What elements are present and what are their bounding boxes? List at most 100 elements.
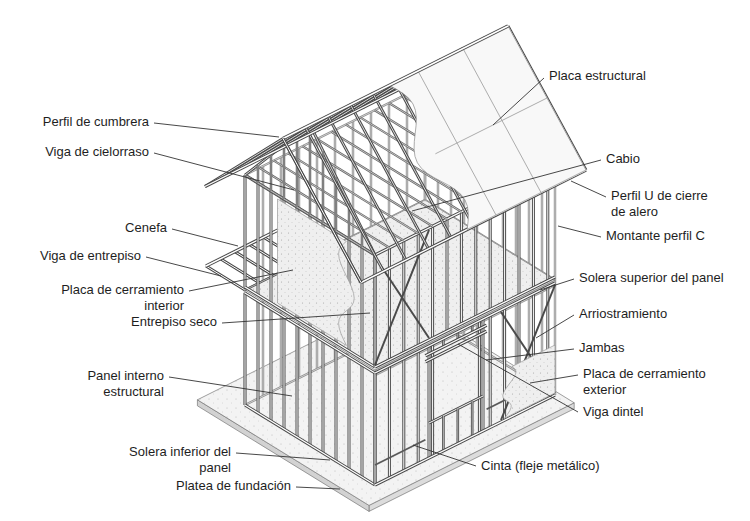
leader-line <box>236 453 330 460</box>
steel-profile-core <box>490 315 491 427</box>
steel-profile <box>374 255 377 367</box>
steel-profile-core <box>258 183 259 295</box>
steel-profile <box>283 139 361 283</box>
steel-profile <box>374 373 377 485</box>
leader-line <box>222 313 370 323</box>
exterior-sheathing <box>503 345 555 418</box>
steel-profile <box>429 396 483 423</box>
roof-sheathing <box>389 26 586 229</box>
steel-profile-core <box>483 319 484 431</box>
steel-profile <box>402 359 405 471</box>
steel-profile-core <box>310 333 311 445</box>
steel-profile-core <box>432 344 433 456</box>
steel-profile <box>456 409 459 444</box>
steel-profile-core <box>429 396 483 423</box>
steel-profile <box>431 226 434 338</box>
steel-profile <box>296 325 299 437</box>
part-label: Entrepiso seco <box>130 314 218 330</box>
steel-profile <box>270 191 273 303</box>
panel-joint <box>435 98 547 154</box>
part-label: Viga de entrepiso <box>39 248 142 264</box>
steel-profile <box>257 183 260 295</box>
steel-profile-core <box>457 409 458 444</box>
leader-line <box>571 181 606 197</box>
steel-profile <box>460 212 463 324</box>
part-label: Jambas <box>578 340 626 356</box>
leader-line <box>146 257 221 276</box>
steel-profile-core <box>259 168 389 248</box>
part-label: Perfil U de cierre de alero <box>610 188 712 220</box>
steel-profile-core <box>206 230 278 266</box>
steel-profile <box>270 309 273 421</box>
part-label: Placa estructural <box>548 68 647 84</box>
part-label: Platea de fundación <box>175 478 292 494</box>
steel-profile-core <box>205 74 430 187</box>
leader-line <box>530 375 578 383</box>
steel-profile-core <box>245 405 375 485</box>
part-label: Placa de cerramiento exterior <box>582 366 734 398</box>
leader-line <box>536 315 574 338</box>
leader-line <box>493 78 544 125</box>
leader-line <box>189 270 293 291</box>
part-label: Viga dintel <box>582 404 644 420</box>
steel-profile <box>245 405 375 485</box>
steel-profile-core <box>274 161 404 241</box>
leader-line <box>486 349 574 360</box>
steel-profile <box>471 401 474 436</box>
steel-profile <box>257 301 260 413</box>
steel-profile-core <box>472 401 473 436</box>
steel-profile-core <box>504 308 505 420</box>
steel-profile <box>446 219 449 331</box>
steel-profile-core <box>461 212 462 324</box>
dry-floor <box>245 200 555 370</box>
steel-profile-core <box>245 175 246 287</box>
part-label: Solera inferior del panel <box>122 444 232 476</box>
steel-profile-core <box>297 135 298 207</box>
steel-profile-core <box>323 341 324 453</box>
steel-profile-core <box>429 346 430 458</box>
steel-profile <box>283 26 508 139</box>
steel-profile <box>309 333 312 445</box>
steel-profile <box>482 319 485 431</box>
steel-profile-core <box>271 191 272 303</box>
steel-profile-core <box>271 155 272 191</box>
steel-profile-core <box>284 317 285 429</box>
steel-profile-core <box>258 301 259 413</box>
steel-profile-core <box>283 26 508 139</box>
steel-profile-core <box>432 226 433 338</box>
steel-profile <box>478 321 481 433</box>
steel-profile <box>361 247 364 359</box>
steel-profile <box>283 145 285 199</box>
leader-line <box>296 487 340 489</box>
steel-profile <box>206 230 278 266</box>
steel-profile-core <box>336 349 337 461</box>
steel-profile <box>348 357 351 469</box>
steel-profile <box>283 317 286 429</box>
part-label: Montante perfil C <box>605 228 706 244</box>
leader-line <box>169 377 292 396</box>
steel-profile-core <box>375 255 376 367</box>
steel-profile <box>489 315 492 427</box>
steel-profile-core <box>362 365 363 477</box>
interior-sheathing <box>278 199 355 345</box>
steel-profile-core <box>362 247 363 359</box>
part-label: Cenefa <box>124 220 168 236</box>
steel-profile <box>274 161 404 241</box>
steel-profile-core <box>425 325 486 356</box>
steel-profile-core <box>284 145 285 199</box>
steel-profile-core <box>389 248 390 360</box>
leader-line <box>558 226 601 237</box>
steel-profile <box>270 155 272 191</box>
steel-profile <box>375 440 425 465</box>
part-label: Placa de cerramiento interior <box>43 282 185 314</box>
steel-profile <box>361 365 364 477</box>
steel-profile-core <box>283 139 361 283</box>
steel-profile <box>259 168 389 248</box>
leader-line <box>172 229 238 246</box>
steel-profile <box>244 175 247 287</box>
steel-profile <box>388 248 391 360</box>
part-label: Cinta (fleje metálico) <box>480 458 601 474</box>
part-label: Cabio <box>605 151 641 167</box>
part-label: Panel interno estructural <box>53 368 165 400</box>
